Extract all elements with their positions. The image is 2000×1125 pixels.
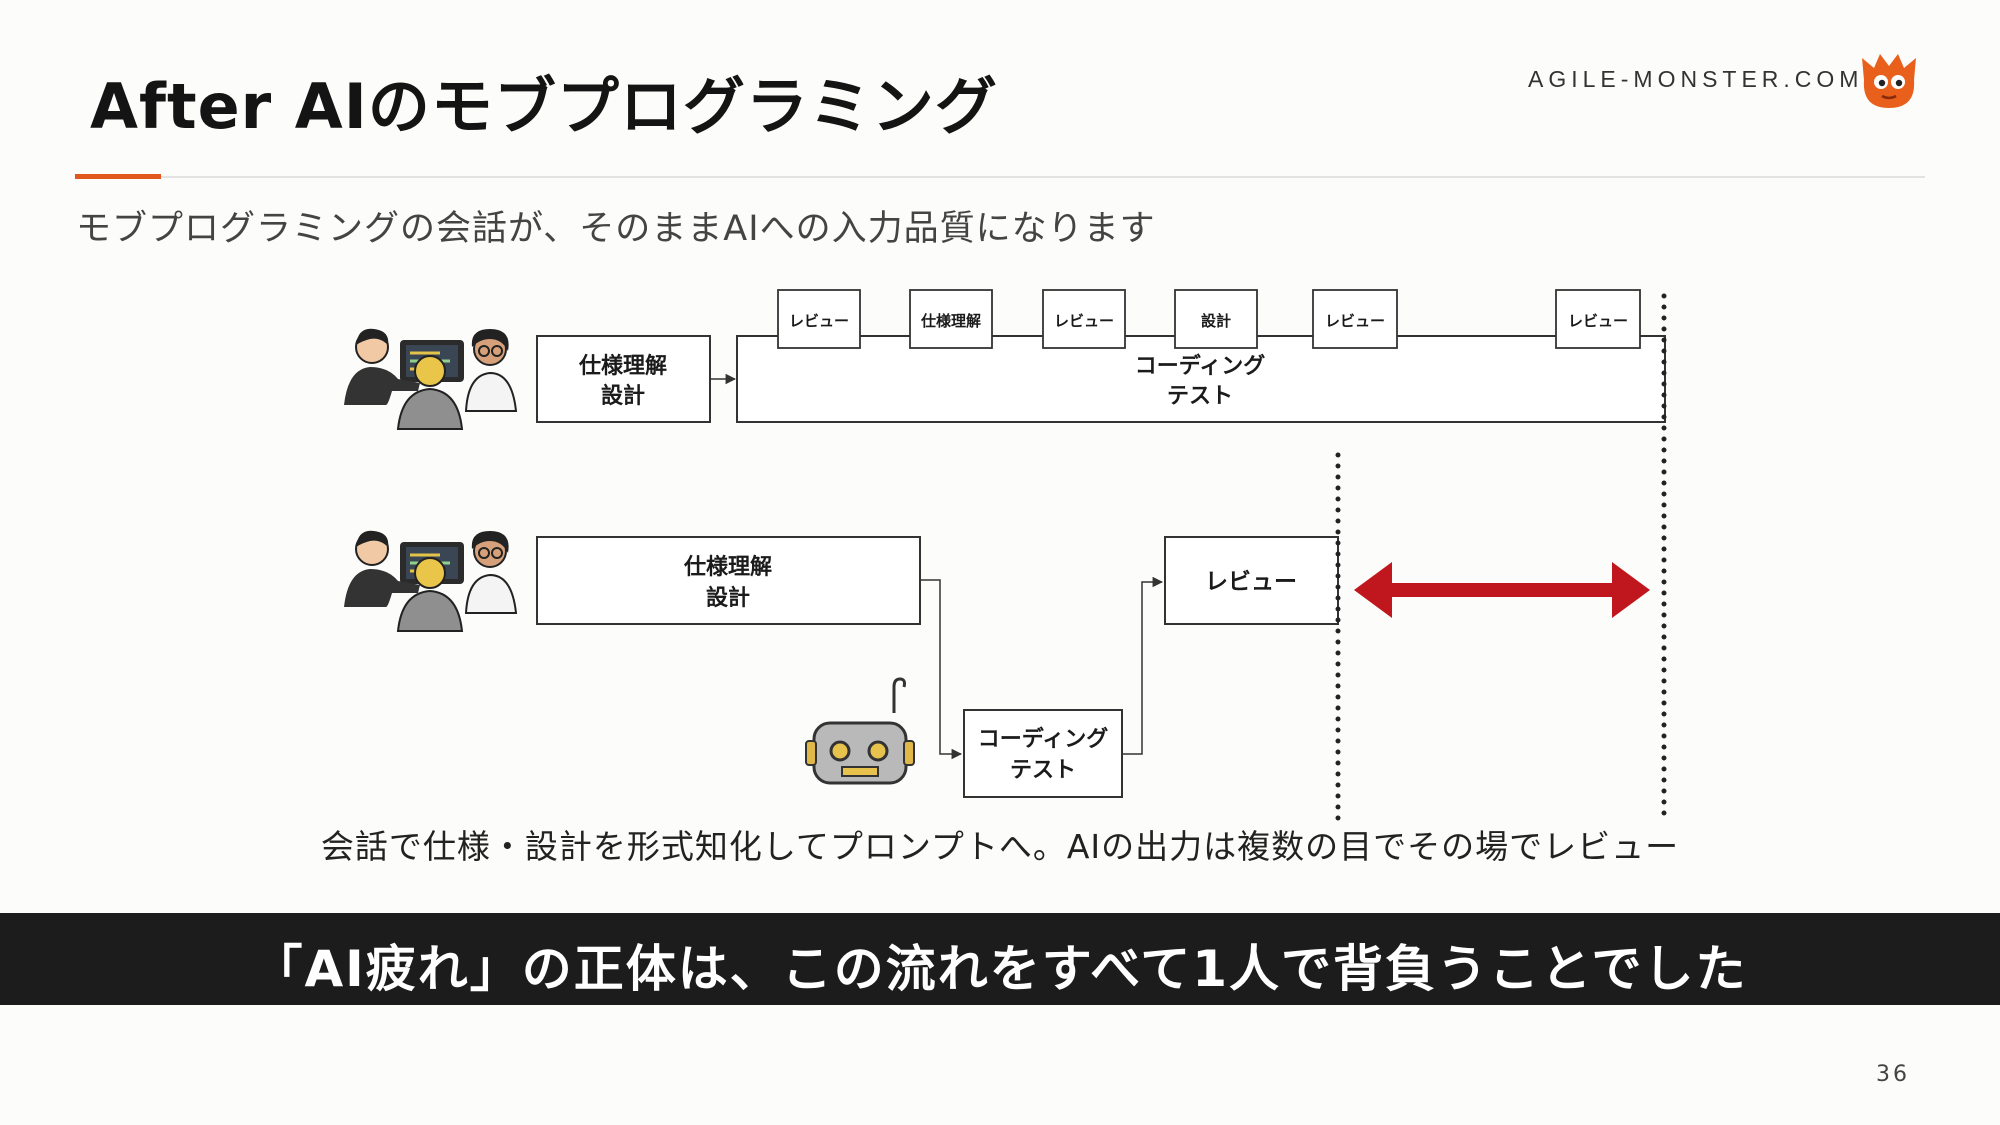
bottom-review-box-label: レビュー	[1205, 569, 1297, 595]
subtitle: モブプログラミングの会話が、そのままAIへの入力品質になります	[76, 209, 1156, 249]
conclusion-banner-text: 「AI疲れ」の正体は、この流れをすべて1人で背負うことでした	[252, 940, 1748, 998]
top-design-box-line2: 設計	[601, 383, 645, 409]
brand-name: AGILE-MONSTER.COM	[1528, 66, 1864, 92]
top-step-review-2-label: レビュー	[1054, 312, 1114, 330]
top-coding-box-line2: テスト	[1167, 384, 1233, 409]
page-number: 36	[1876, 1062, 1910, 1087]
top-design-box	[536, 335, 711, 423]
top-step-spec-label: 仕様理解	[920, 312, 981, 330]
page-title: After AIのモブプログラミング	[90, 70, 998, 143]
bottom-coding-box	[963, 709, 1123, 798]
robot-icon	[805, 677, 915, 785]
top-step-review-4-label: レビュー	[1568, 312, 1628, 330]
header-divider	[75, 176, 1925, 178]
diagram-caption: 会話で仕様・設計を形式知化してプロンプトへ。AIの出力は複数の目でその場でレビュ…	[320, 827, 1680, 866]
team-icon	[344, 530, 518, 632]
top-step-review-1-label: レビュー	[789, 312, 849, 330]
top-coding-box	[736, 335, 1666, 423]
mob-programming-diagram: 仕様理解 設計 コーディング テスト レビュー 仕様理解 レビュー 設計 レビュ…	[344, 289, 1667, 823]
time-savings-double-arrow	[1354, 562, 1650, 618]
top-step-spec	[909, 289, 993, 349]
bottom-design-box	[536, 536, 921, 625]
top-step-review-3-label: レビュー	[1325, 312, 1385, 330]
top-step-review-1	[777, 289, 861, 349]
team-icon	[344, 328, 518, 430]
bottom-design-box-line2: 設計	[706, 585, 750, 611]
bottom-design-box-line1: 仕様理解	[683, 554, 772, 580]
bottom-coding-box-line2: テスト	[1010, 758, 1076, 783]
bottom-review-box	[1164, 536, 1339, 625]
top-coding-box-line1: コーディング	[1135, 353, 1265, 379]
bottom-coding-box-line1: コーディング	[978, 726, 1108, 752]
top-design-box-line1: 仕様理解	[578, 353, 667, 379]
top-step-review-4	[1555, 289, 1641, 349]
top-step-design-label: 設計	[1201, 312, 1231, 330]
header-accent-bar	[75, 174, 161, 179]
top-step-review-3	[1312, 289, 1398, 349]
conclusion-banner	[0, 913, 2000, 1005]
top-step-review-2	[1042, 289, 1126, 349]
top-step-design	[1174, 289, 1258, 349]
monster-logo-icon	[1862, 54, 1916, 108]
